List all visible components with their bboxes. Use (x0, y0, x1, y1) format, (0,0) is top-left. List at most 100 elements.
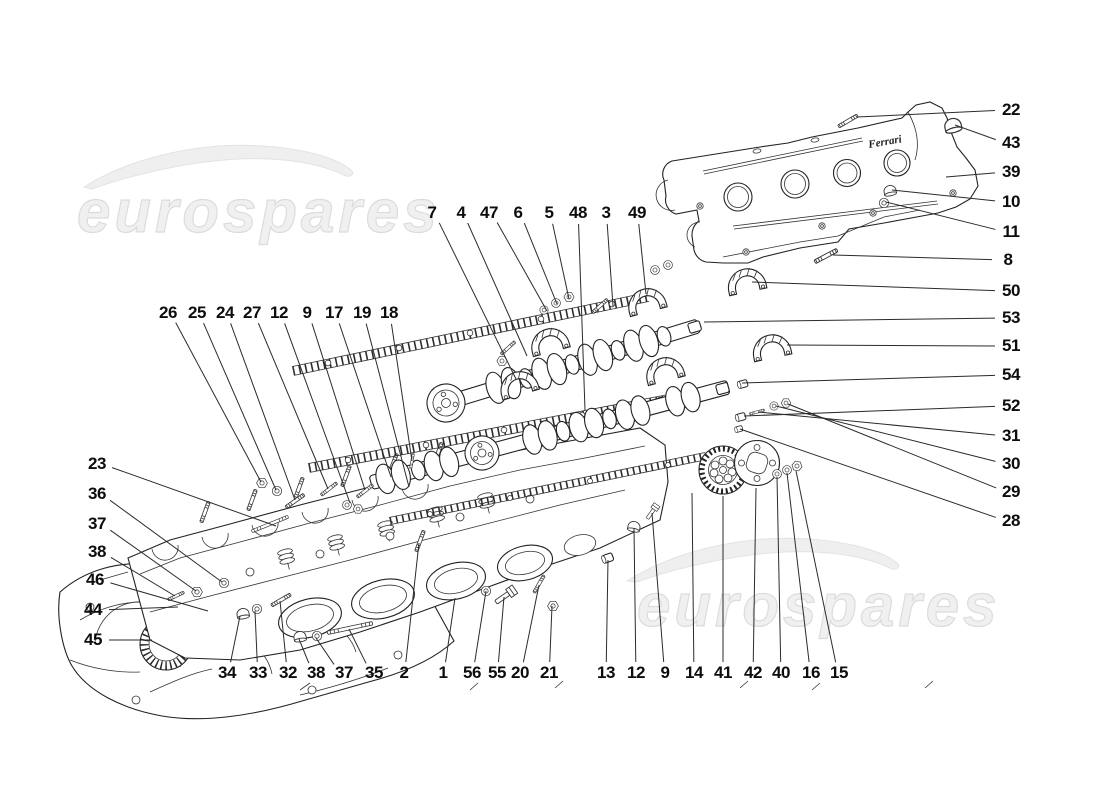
part-number-16: 16 (802, 663, 820, 682)
part-number-4: 4 (456, 203, 466, 222)
leader-line-11 (885, 201, 996, 230)
rocker-rail (388, 452, 708, 525)
part-number-27: 27 (243, 303, 261, 322)
part-number-9: 9 (660, 663, 670, 682)
part-number-32: 32 (279, 663, 297, 682)
leader-line-3 (606, 223, 614, 307)
leader-line-14 (691, 492, 695, 663)
drive-gear-drawing (698, 439, 781, 495)
leader-line-39 (945, 172, 996, 178)
leader-line-49 (638, 223, 647, 295)
leader-line-27 (257, 322, 329, 490)
part-number-12: 12 (270, 303, 288, 322)
part-number-7: 7 (427, 203, 437, 222)
part-number-46: 46 (86, 570, 104, 589)
part-number-9: 9 (302, 303, 312, 322)
leader-line-1 (445, 597, 456, 663)
leader-line-42 (752, 487, 757, 663)
leader-line-18 (390, 323, 413, 462)
part-number-47: 47 (480, 203, 498, 222)
leader-line-2 (405, 542, 420, 663)
leader-line-30 (775, 405, 996, 462)
leader-line-35 (348, 628, 367, 664)
leader-line-31 (757, 411, 996, 436)
part-number-55: 55 (488, 663, 506, 682)
leader-line-40 (776, 476, 782, 663)
leader-line-29 (787, 403, 997, 489)
leader-line-54 (741, 374, 996, 384)
watermark-text: eurospares (77, 178, 441, 245)
leader-line-15 (795, 470, 837, 663)
eurospares-watermark-bottom: eurospares (625, 537, 997, 640)
part-number-22: 22 (1002, 100, 1020, 119)
part-number-2: 2 (399, 663, 409, 682)
eurospares-watermark-top: eurospares (76, 144, 441, 246)
leader-line-17 (338, 323, 392, 478)
leader-line-9 (311, 323, 366, 491)
leader-line-55 (497, 596, 505, 663)
part-number-38: 38 (88, 542, 106, 561)
leader-line-44 (108, 606, 179, 611)
part-number-53: 53 (1002, 308, 1020, 327)
part-number-23: 23 (88, 454, 106, 473)
part-number-31: 31 (1002, 426, 1020, 445)
leader-line-8 (832, 254, 993, 261)
part-number-25: 25 (188, 303, 206, 322)
part-number-43: 43 (1002, 133, 1020, 152)
leader-line-5 (552, 223, 570, 300)
leader-line-28 (739, 428, 997, 518)
part-number-17: 17 (325, 303, 343, 322)
part-number-14: 14 (685, 663, 703, 682)
part-number-15: 15 (830, 663, 848, 682)
part-number-3: 3 (601, 203, 611, 222)
leader-line-23 (111, 467, 277, 527)
leader-line-12 (284, 323, 351, 504)
part-number-19: 19 (353, 303, 371, 322)
part-number-6: 6 (513, 203, 523, 222)
exhaust-camshaft-drawing (369, 380, 730, 495)
part-number-13: 13 (597, 663, 615, 682)
gasket-rail-upper (291, 292, 650, 376)
leader-line-10 (891, 189, 996, 202)
part-number-48: 48 (569, 203, 587, 222)
valve-cover-drawing: Ferrari (655, 101, 979, 264)
leader-line-7 (438, 222, 517, 380)
leader-line-53 (703, 317, 996, 323)
part-number-41: 41 (714, 663, 732, 682)
part-number-37: 37 (335, 663, 353, 682)
leader-line-38 (298, 638, 310, 664)
part-number-40: 40 (772, 663, 790, 682)
part-number-11: 11 (1002, 222, 1020, 241)
leader-line-37 (315, 637, 335, 665)
leader-line-43 (954, 124, 996, 141)
leader-line-9 (651, 512, 665, 663)
leader-line-48 (578, 223, 586, 411)
leader-line-21 (549, 605, 553, 663)
leader-line-46 (110, 582, 209, 612)
part-number-34: 34 (218, 663, 236, 682)
cylinder-head-drawing (127, 427, 669, 661)
part-number-5: 5 (544, 203, 554, 222)
leader-line-22 (856, 110, 996, 118)
leader-line-24 (230, 323, 296, 501)
leader-lines-layer (108, 110, 997, 665)
part-number-24: 24 (216, 303, 234, 322)
part-number-18: 18 (380, 303, 398, 322)
part-number-29: 29 (1002, 482, 1020, 501)
leader-line-13 (605, 559, 609, 663)
part-number-37: 37 (88, 514, 106, 533)
part-number-51: 51 (1002, 336, 1020, 355)
leader-line-34 (230, 615, 241, 663)
stray-marks (299, 680, 934, 691)
leader-line-6 (523, 222, 558, 305)
part-number-36: 36 (88, 484, 106, 503)
part-number-38: 38 (307, 663, 325, 682)
leader-line-12 (633, 527, 637, 663)
part-number-26: 26 (159, 303, 177, 322)
leader-line-37 (109, 529, 197, 592)
part-number-8: 8 (1003, 250, 1013, 269)
leader-line-38 (110, 556, 176, 597)
part-number-1: 1 (438, 663, 448, 682)
